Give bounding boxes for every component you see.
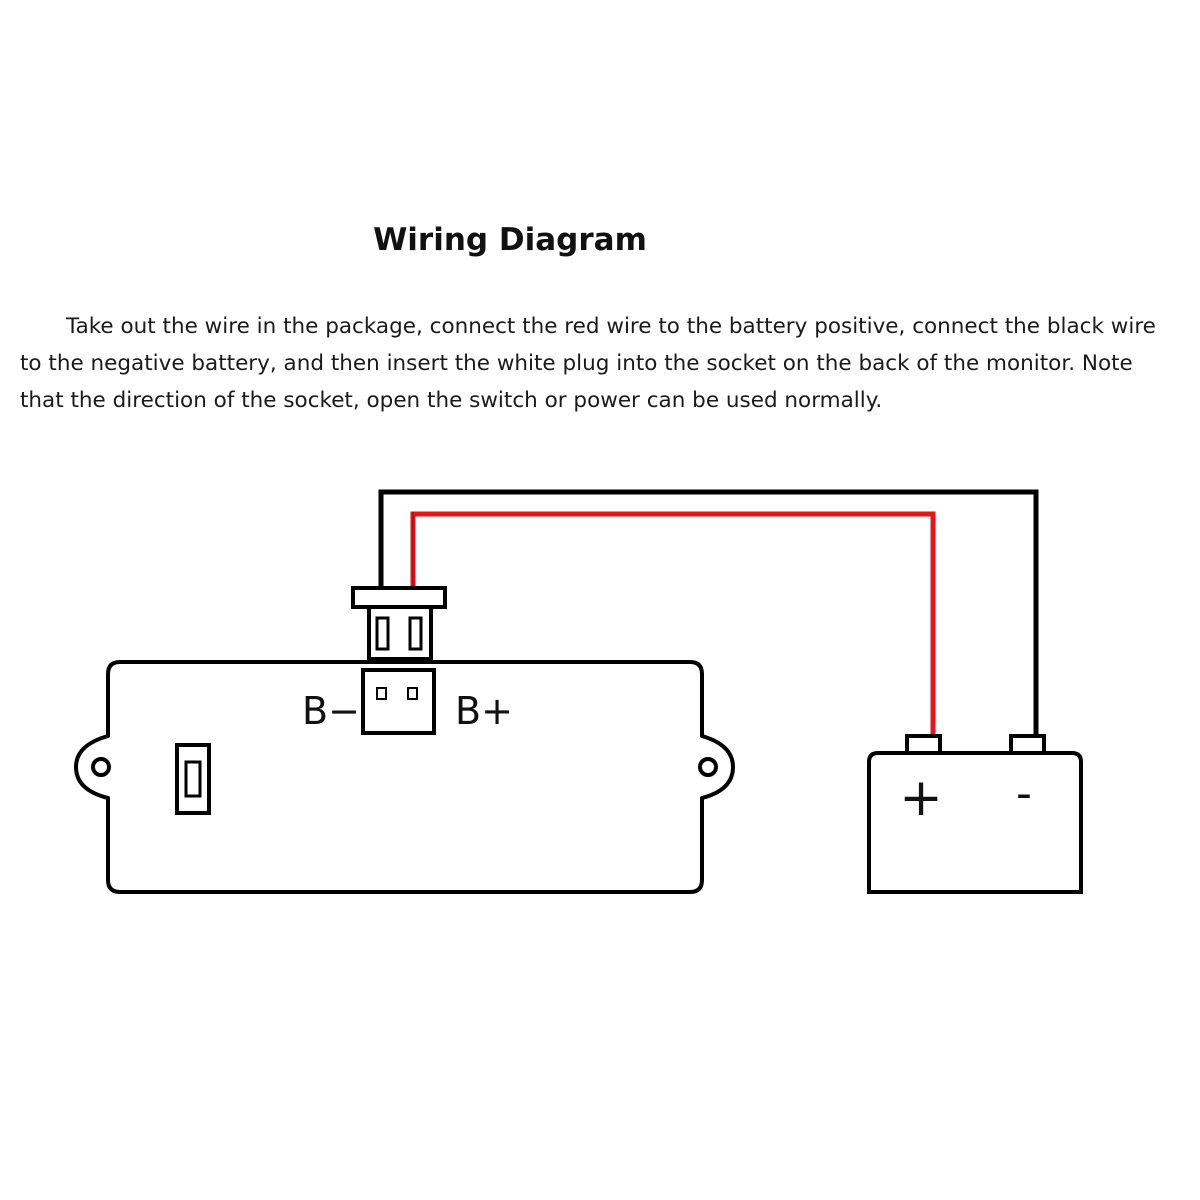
socket-pin-right bbox=[407, 687, 418, 700]
power-switch-toggle bbox=[184, 760, 202, 798]
plug-cap bbox=[351, 586, 447, 609]
mount-hole-right bbox=[698, 757, 718, 777]
battery-label-negative: - bbox=[1016, 768, 1032, 819]
battery-body bbox=[867, 751, 1083, 894]
battery-terminal-positive bbox=[905, 734, 942, 755]
battery-terminal-negative bbox=[1009, 734, 1046, 755]
label-b-negative: B− bbox=[302, 689, 360, 733]
plug-pin-left bbox=[375, 616, 390, 651]
battery-label-positive: + bbox=[899, 768, 943, 828]
mount-hole-left bbox=[91, 757, 111, 777]
page-title: Wiring Diagram bbox=[373, 222, 647, 258]
plug-pin-right bbox=[408, 616, 423, 651]
instructions-text: Take out the wire in the package, connec… bbox=[20, 314, 1156, 413]
monitor-socket bbox=[361, 668, 436, 735]
socket-pin-left bbox=[376, 687, 387, 700]
plug bbox=[351, 586, 447, 661]
label-b-positive: B+ bbox=[455, 689, 513, 733]
monitor-body bbox=[74, 660, 735, 894]
black-wire bbox=[378, 489, 1039, 740]
battery: + - bbox=[867, 734, 1083, 894]
